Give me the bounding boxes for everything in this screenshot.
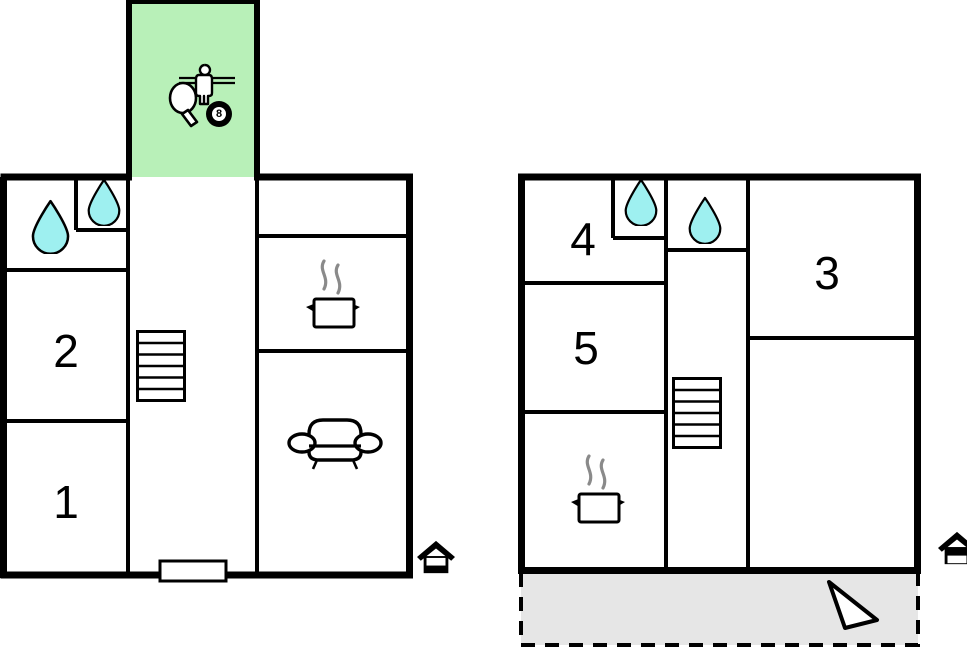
terrace-pointer-arrow[interactable]	[827, 580, 879, 630]
ground-interior-walls	[521, 177, 918, 570]
entry-door-upper[interactable]	[158, 559, 228, 583]
upper-floor-body-fill	[4, 177, 410, 575]
stairs-icon[interactable]	[672, 377, 722, 449]
stairs-icon[interactable]	[136, 330, 186, 402]
room-label-2: 2	[53, 325, 79, 377]
upper-level-house-icon[interactable]	[417, 540, 455, 574]
room-games-room[interactable]	[126, 0, 260, 178]
room-label-3: 3	[814, 247, 840, 299]
upper-interior-walls	[4, 177, 410, 575]
ground-floor-plan: 4 5 3	[518, 173, 967, 647]
games-room-walls	[126, 0, 260, 178]
ground-level-house-icon[interactable]	[938, 531, 967, 565]
room-label-4: 4	[570, 213, 596, 265]
upper-floor-plan: 2 1	[0, 0, 455, 583]
room-label-1: 1	[53, 476, 79, 528]
terrace-area[interactable]	[519, 573, 920, 647]
room-label-5: 5	[573, 322, 599, 374]
ground-exterior-walls	[518, 173, 921, 574]
terrace-dashed-outline	[519, 573, 920, 647]
